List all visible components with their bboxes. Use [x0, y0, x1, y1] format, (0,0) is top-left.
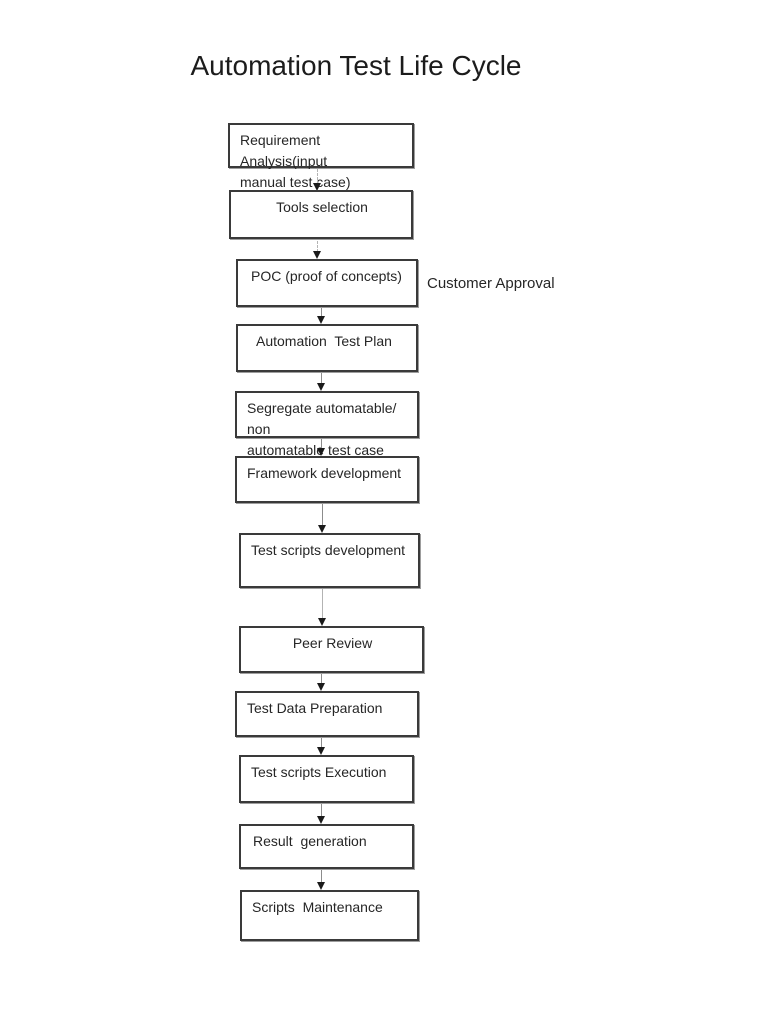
flow-node-test-scripts-development: Test scripts development: [239, 533, 420, 588]
flow-node-label: POC (proof of concepts): [251, 268, 402, 284]
arrowhead-down-icon: [317, 383, 325, 391]
arrowhead-down-icon: [317, 747, 325, 755]
flow-node-poc: POC (proof of concepts): [236, 259, 418, 307]
connector-line: [321, 373, 322, 384]
flow-arrow-2: [313, 241, 322, 259]
flow-node-framework-development: Framework development: [235, 456, 419, 503]
arrowhead-down-icon: [317, 448, 325, 456]
connector-line: [321, 738, 322, 748]
flow-node-result-generation: Result generation: [239, 824, 414, 869]
flow-node-test-scripts-execution: Test scripts Execution: [239, 755, 414, 803]
flow-node-tools-selection: Tools selection: [229, 190, 413, 239]
arrowhead-down-icon: [313, 251, 321, 259]
flow-node-label: Peer Review: [292, 635, 373, 651]
connector-line: [322, 589, 323, 619]
flow-node-segregate-test-cases: Segregate automatable/ non automatable t…: [235, 391, 419, 458]
connector-line: [321, 439, 322, 449]
flow-arrow-11: [317, 870, 326, 890]
arrowhead-down-icon: [313, 183, 321, 191]
flow-node-label: Framework development: [247, 465, 402, 481]
flow-node-requirement-analysis: Requirement Analysis(input manual test c…: [228, 123, 414, 190]
flow-node-label: Test Data Preparation: [247, 700, 383, 716]
flow-node-automation-test-plan: Automation Test Plan: [236, 324, 418, 372]
arrowhead-down-icon: [317, 316, 325, 324]
flow-arrow-3: [317, 308, 326, 324]
flow-arrow-1: [313, 169, 322, 191]
flow-arrow-8: [317, 674, 326, 691]
flow-arrow-5: [317, 439, 326, 456]
flow-arrow-6: [318, 504, 327, 533]
arrowhead-down-icon: [317, 816, 325, 824]
flow-node-label: Test scripts development: [251, 542, 406, 558]
arrowhead-down-icon: [318, 525, 326, 533]
connector-line: [317, 169, 318, 184]
flow-node-test-data-preparation: Test Data Preparation: [235, 691, 419, 737]
flow-node-label: Test scripts Execution: [251, 764, 387, 780]
flow-arrow-9: [317, 738, 326, 755]
connector-line: [317, 241, 318, 252]
flow-node-label: Result generation: [253, 833, 367, 849]
customer-approval-label: Customer Approval: [427, 275, 555, 292]
connector-line: [321, 674, 322, 684]
flow-node-peer-review: Peer Review: [239, 626, 424, 673]
flow-node-label: Segregate automatable/ non automatable t…: [247, 400, 397, 458]
page-title: Automation Test Life Cycle: [190, 50, 522, 81]
arrowhead-down-icon: [317, 882, 325, 890]
flow-node-label: Automation Test Plan: [256, 333, 392, 349]
connector-line: [322, 504, 323, 526]
flow-node-label: Requirement Analysis(input manual test c…: [240, 132, 351, 190]
connector-line: [321, 308, 322, 317]
connector-line: [321, 870, 322, 883]
arrowhead-down-icon: [318, 618, 326, 626]
flow-node-scripts-maintenance: Scripts Maintenance: [240, 890, 419, 941]
flow-arrow-7: [318, 589, 327, 626]
flow-arrow-4: [317, 373, 326, 391]
arrowhead-down-icon: [317, 683, 325, 691]
flow-node-label: Tools selection: [276, 199, 368, 215]
connector-line: [321, 804, 322, 817]
flow-arrow-10: [317, 804, 326, 824]
flow-node-label: Scripts Maintenance: [252, 899, 383, 915]
